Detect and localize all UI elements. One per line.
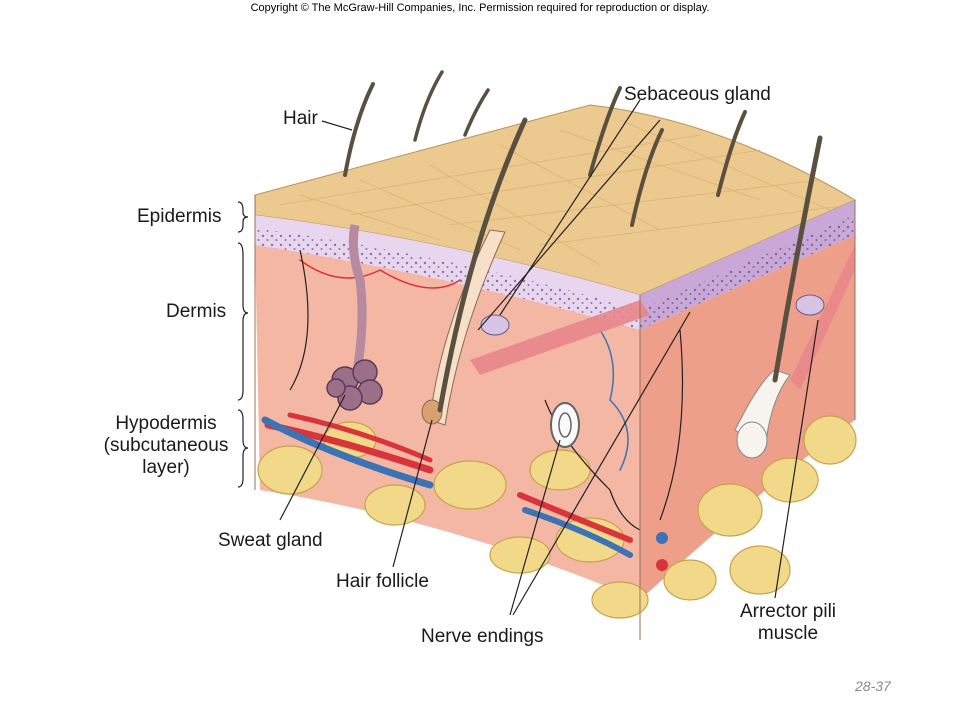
label-hypodermis-line2: (subcutaneous [103, 435, 229, 456]
label-epidermis: Epidermis [137, 206, 222, 227]
label-arrector-pili-muscle: Arrector pili muscle [728, 601, 848, 645]
hair-shafts [343, 70, 823, 413]
pacinian-corpuscle [550, 402, 580, 448]
label-hypodermis: Hypodermis (subcutaneous layer) [96, 413, 236, 479]
label-hypodermis-line3: layer) [142, 457, 190, 478]
label-hair-follicle: Hair follicle [336, 571, 429, 592]
blood-vessels [261, 259, 668, 571]
copyright-notice: Copyright © The McGraw-Hill Companies, I… [250, 2, 710, 14]
label-arrector-line2: muscle [757, 623, 819, 644]
label-hypodermis-line1: Hypodermis [115, 413, 217, 434]
label-sweat-gland: Sweat gland [218, 530, 323, 551]
label-arrector-line1: Arrector pili [739, 601, 837, 622]
layer-brackets [237, 201, 249, 488]
arrector-pili-muscle [470, 300, 650, 375]
sweat-gland-coil [326, 359, 383, 411]
label-hair: Hair [283, 108, 318, 129]
sweat-duct [348, 224, 367, 366]
page-number: 28-37 [855, 678, 891, 694]
leader-lines [279, 99, 819, 616]
dermis-front [255, 245, 640, 600]
label-nerve-endings: Nerve endings [421, 626, 544, 647]
label-sebaceous-gland: Sebaceous gland [624, 84, 771, 105]
sebaceous-gland [480, 294, 825, 336]
label-dermis: Dermis [166, 301, 227, 322]
